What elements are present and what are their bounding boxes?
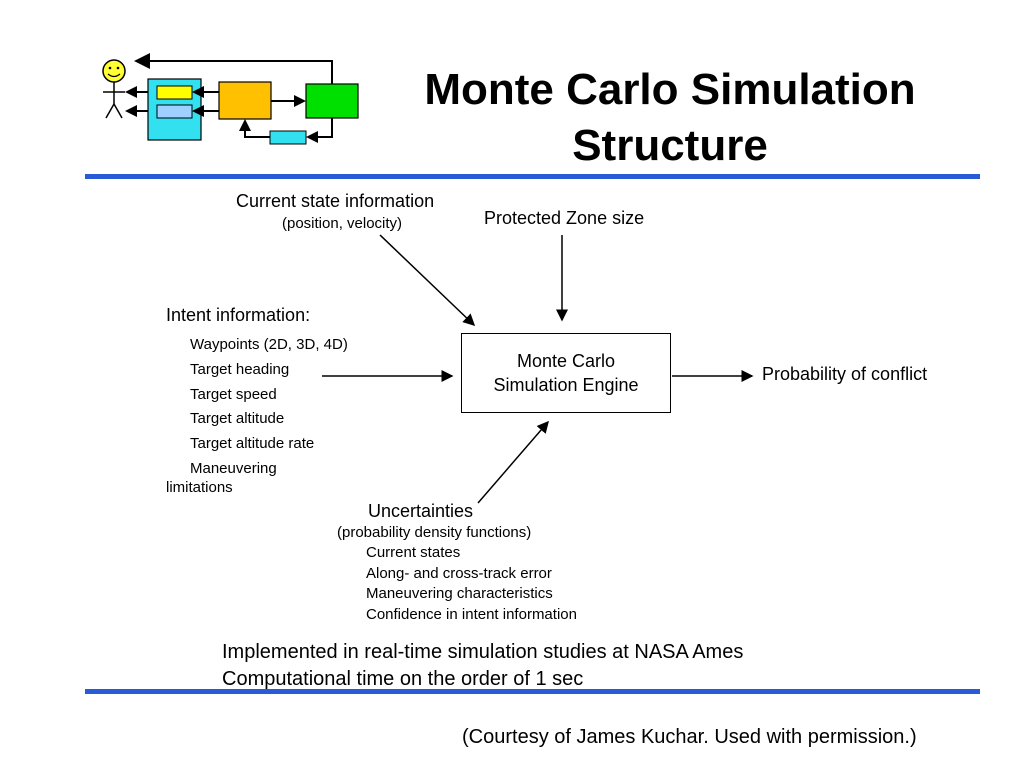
- list-item: Confidence in intent information: [366, 605, 577, 623]
- list-item: Target altitude: [190, 410, 285, 428]
- note-line: Implemented in real-time simulation stud…: [222, 641, 744, 663]
- list-item: Target altitude rate: [190, 435, 315, 453]
- page-title: Monte Carlo Simulation Structure: [380, 62, 960, 174]
- feedback-block-icon: [269, 130, 307, 145]
- credit-line: (Courtesy of James Kuchar. Used with per…: [462, 726, 917, 748]
- output-label: Probability of conflict: [762, 364, 928, 384]
- title-line-1: Monte Carlo Simulation: [424, 65, 916, 114]
- list-item: Along- and cross-track error: [366, 564, 552, 582]
- person-icon: [102, 59, 126, 119]
- note-line: Computational time on the order of 1 sec: [222, 668, 584, 690]
- list-item: Current states: [366, 544, 461, 561]
- intent-label: Intent information:: [166, 305, 311, 325]
- loop-arrows: [125, 53, 333, 143]
- uncertainties-label: Uncertainties: [368, 501, 474, 521]
- engine-box: Monte Carlo Simulation Engine: [461, 333, 671, 413]
- protected-zone-label: Protected Zone size: [484, 208, 645, 228]
- diagram-arrows: [322, 234, 754, 504]
- list-item: Waypoints (2D, 3D, 4D): [190, 336, 348, 353]
- engine-line-1: Monte Carlo: [516, 351, 616, 371]
- display-block-icon: [147, 78, 202, 141]
- title-line-2: Structure: [572, 121, 768, 170]
- top-divider: [85, 174, 980, 179]
- current-state-label: Current state information: [236, 191, 435, 211]
- arrow-current-state: [379, 234, 476, 327]
- uncertainties-sub: (probability density functions): [337, 524, 532, 541]
- uncertainties-list: Current states Along- and cross-track er…: [366, 543, 577, 625]
- list-item: Maneuvering: [190, 459, 277, 477]
- intent-continuation: limitations: [166, 479, 233, 496]
- bottom-divider: [85, 689, 980, 694]
- plant-block-icon: [305, 83, 359, 119]
- current-state-sub: (position, velocity): [282, 215, 403, 232]
- intent-list: Waypoints (2D, 3D, 4D) Target heading Ta…: [190, 333, 348, 482]
- notes: Implemented in real-time simulation stud…: [222, 639, 743, 693]
- engine-line-2: Simulation Engine: [493, 375, 639, 395]
- arrow-uncertainties: [477, 420, 549, 504]
- controller-block-icon: [218, 81, 272, 120]
- list-item: Target speed: [190, 385, 277, 403]
- list-item: Target heading: [190, 360, 290, 378]
- list-item: Maneuvering characteristics: [366, 585, 553, 602]
